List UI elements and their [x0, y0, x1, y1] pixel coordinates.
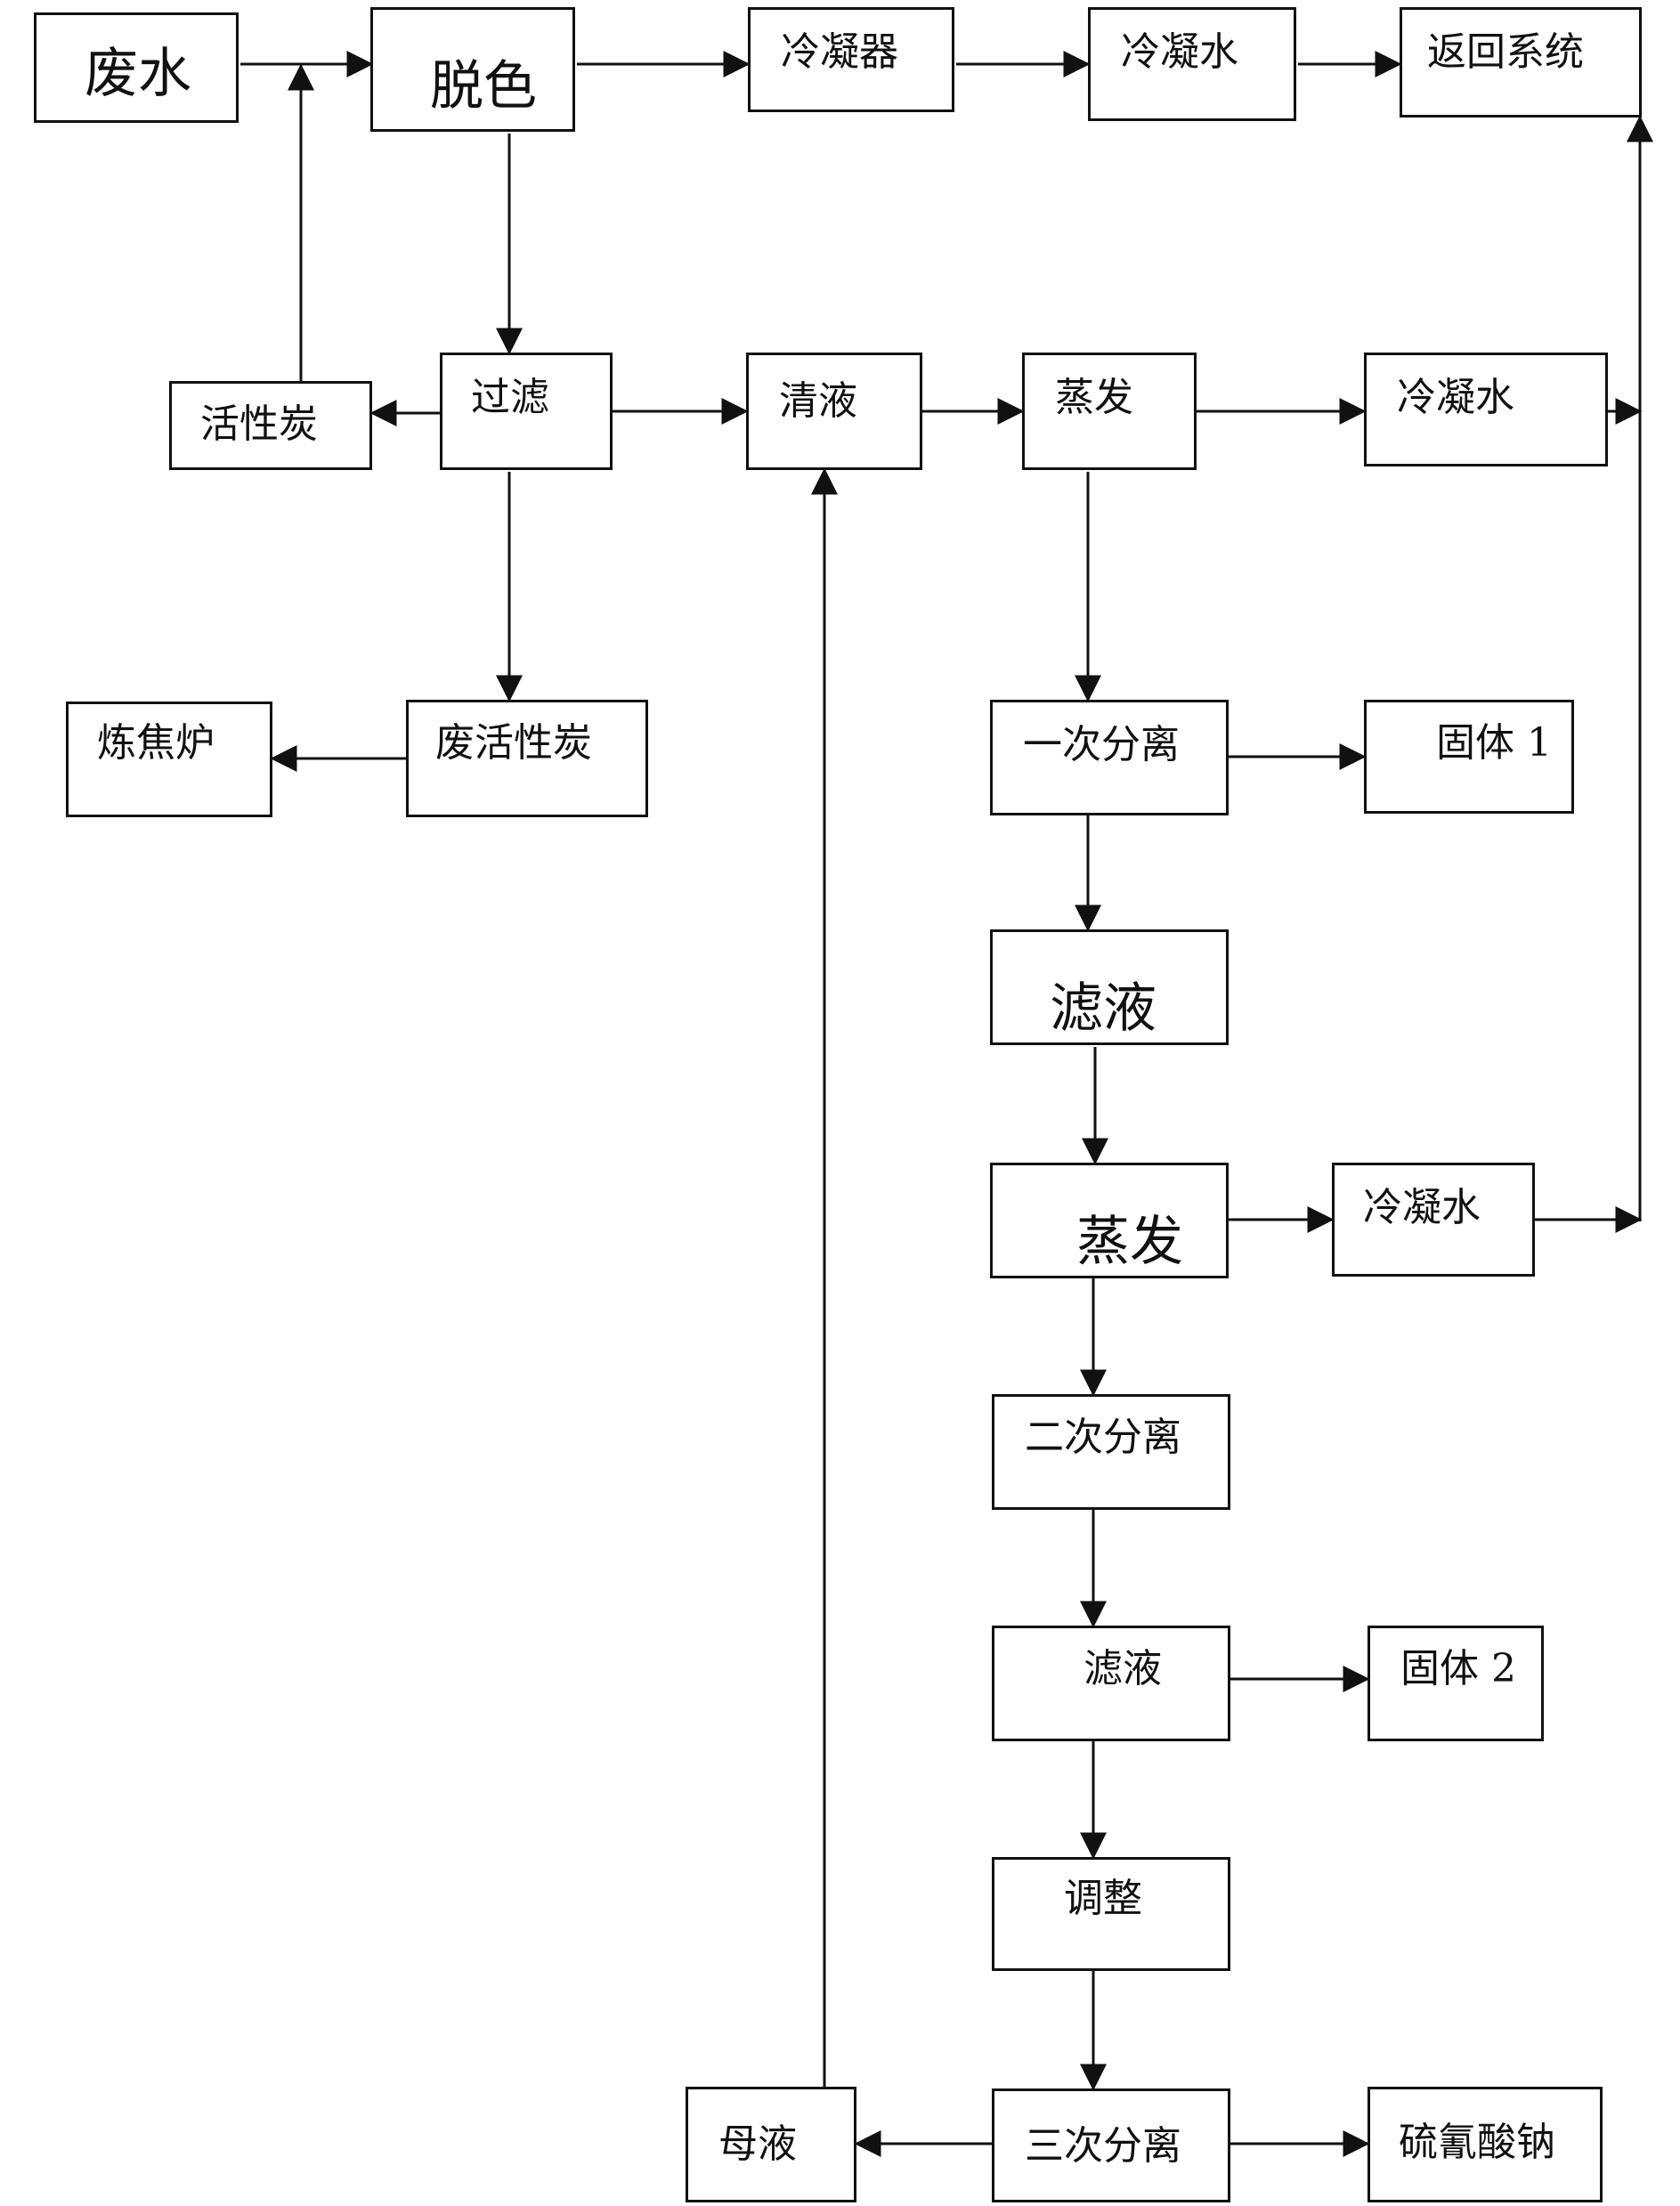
node-label: 冷凝水	[1363, 1185, 1481, 1230]
node-label: 冷凝器	[781, 29, 898, 75]
node-label: 冷凝水	[1121, 29, 1238, 75]
node-label: 调整	[1064, 1876, 1142, 1921]
node-condensate-low: 冷凝水	[1332, 1163, 1535, 1277]
node-solid-1: 固体 1	[1364, 700, 1574, 814]
node-decolor: 脱色	[370, 7, 575, 132]
node-spent-carbon: 废活性炭	[406, 700, 648, 817]
node-label: 母液	[718, 2121, 797, 2167]
node-label: 清液	[779, 378, 857, 424]
node-wastewater: 废水	[34, 12, 239, 123]
node-coke-oven: 炼焦炉	[66, 702, 272, 817]
node-label: 固体 1	[1436, 720, 1552, 766]
node-label: 蒸发	[1055, 375, 1133, 420]
node-label: 蒸发	[1076, 1211, 1183, 1273]
node-solid-2: 固体 2	[1368, 1626, 1544, 1741]
node-label: 炼焦炉	[97, 720, 215, 766]
node-separation-2: 二次分离	[992, 1394, 1230, 1510]
node-evaporation-1: 蒸发	[1022, 353, 1197, 470]
node-label: 固体 2	[1400, 1646, 1516, 1691]
node-return-system: 返回系统	[1400, 7, 1642, 118]
node-label: 滤液	[1083, 1646, 1162, 1691]
node-label: 废水	[85, 43, 191, 105]
node-separation-1: 一次分离	[990, 700, 1229, 815]
node-label: 返回系统	[1427, 29, 1584, 75]
node-label: 二次分离	[1025, 1415, 1181, 1460]
node-condensate-mid: 冷凝水	[1364, 353, 1608, 466]
node-label: 一次分离	[1023, 722, 1180, 767]
node-mother-liquor: 母液	[686, 2087, 856, 2202]
node-label: 硫氰酸钠	[1399, 2120, 1555, 2165]
node-label: 废活性炭	[435, 720, 592, 766]
node-label: 活性炭	[200, 401, 318, 447]
node-clear-liquid: 清液	[746, 353, 922, 470]
node-filtrate-1: 滤液	[990, 929, 1229, 1045]
node-label: 脱色	[430, 55, 537, 118]
node-label: 过滤	[471, 375, 549, 420]
node-label: 滤液	[1050, 977, 1157, 1040]
node-filtration: 过滤	[440, 353, 613, 470]
node-sodium-thiocyanate: 硫氰酸钠	[1368, 2087, 1603, 2202]
node-adjustment: 调整	[992, 1857, 1230, 1971]
node-separation-3: 三次分离	[992, 2088, 1230, 2202]
node-activated-carbon: 活性炭	[169, 381, 372, 470]
node-condensate-top: 冷凝水	[1088, 7, 1296, 121]
node-condenser: 冷凝器	[748, 7, 954, 112]
node-evaporation-2: 蒸发	[990, 1163, 1229, 1278]
node-filtrate-2: 滤液	[992, 1626, 1230, 1741]
node-label: 三次分离	[1025, 2123, 1181, 2169]
node-label: 冷凝水	[1397, 375, 1514, 420]
